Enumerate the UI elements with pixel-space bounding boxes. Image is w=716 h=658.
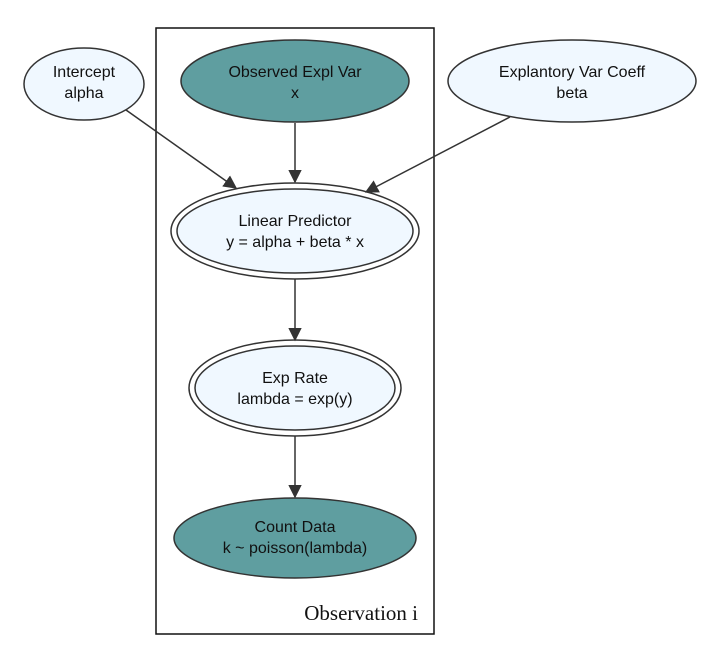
node-rate-line2: lambda = exp(y) bbox=[237, 391, 352, 408]
edges bbox=[125, 109, 511, 499]
node-explanatory-coeff: Explantory Var Coeff beta bbox=[447, 39, 697, 123]
node-linear-line2: y = alpha + beta * x bbox=[226, 234, 364, 251]
node-intercept: Intercept alpha bbox=[23, 47, 145, 121]
node-count-line2: k ~ poisson(lambda) bbox=[223, 540, 368, 557]
node-coeff-line1: Explantory Var Coeff bbox=[499, 64, 646, 81]
node-coeff-line2: beta bbox=[556, 85, 587, 102]
node-observed-line1: Observed Expl Var bbox=[228, 64, 362, 81]
node-rate-line1: Exp Rate bbox=[262, 370, 328, 387]
node-count-line1: Count Data bbox=[255, 519, 336, 536]
node-linear-predictor: Linear Predictor y = alpha + beta * x bbox=[170, 182, 420, 280]
node-intercept-line1: Intercept bbox=[53, 64, 116, 81]
edge-coeff-to-linear bbox=[364, 116, 511, 193]
node-intercept-line2: alpha bbox=[64, 85, 103, 102]
node-linear-line1: Linear Predictor bbox=[239, 213, 353, 230]
plate-label: Observation i bbox=[304, 601, 418, 625]
node-observed-line2: x bbox=[291, 85, 299, 102]
observation-plate bbox=[155, 27, 435, 635]
node-count-data: Count Data k ~ poisson(lambda) bbox=[173, 497, 417, 579]
edge-intercept-to-linear bbox=[125, 109, 238, 189]
node-exp-rate: Exp Rate lambda = exp(y) bbox=[188, 339, 402, 437]
node-observed-expl-var: Observed Expl Var x bbox=[180, 39, 410, 123]
